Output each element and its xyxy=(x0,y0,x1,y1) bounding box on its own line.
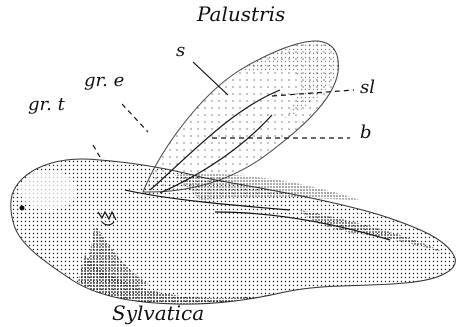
label-b: b xyxy=(360,122,372,143)
leader-gr-t xyxy=(93,145,100,157)
label-gr-t: gr. t xyxy=(28,94,66,115)
label-sylvatica: Sylvatica xyxy=(112,301,204,325)
leader-gr-e xyxy=(122,104,148,132)
label-palustris: Palustris xyxy=(196,2,285,26)
sylvatica-body xyxy=(11,159,456,304)
leader-s xyxy=(193,62,228,95)
label-s: s xyxy=(176,40,185,61)
label-gr-e: gr. e xyxy=(84,70,124,91)
label-sl: sl xyxy=(360,77,375,98)
